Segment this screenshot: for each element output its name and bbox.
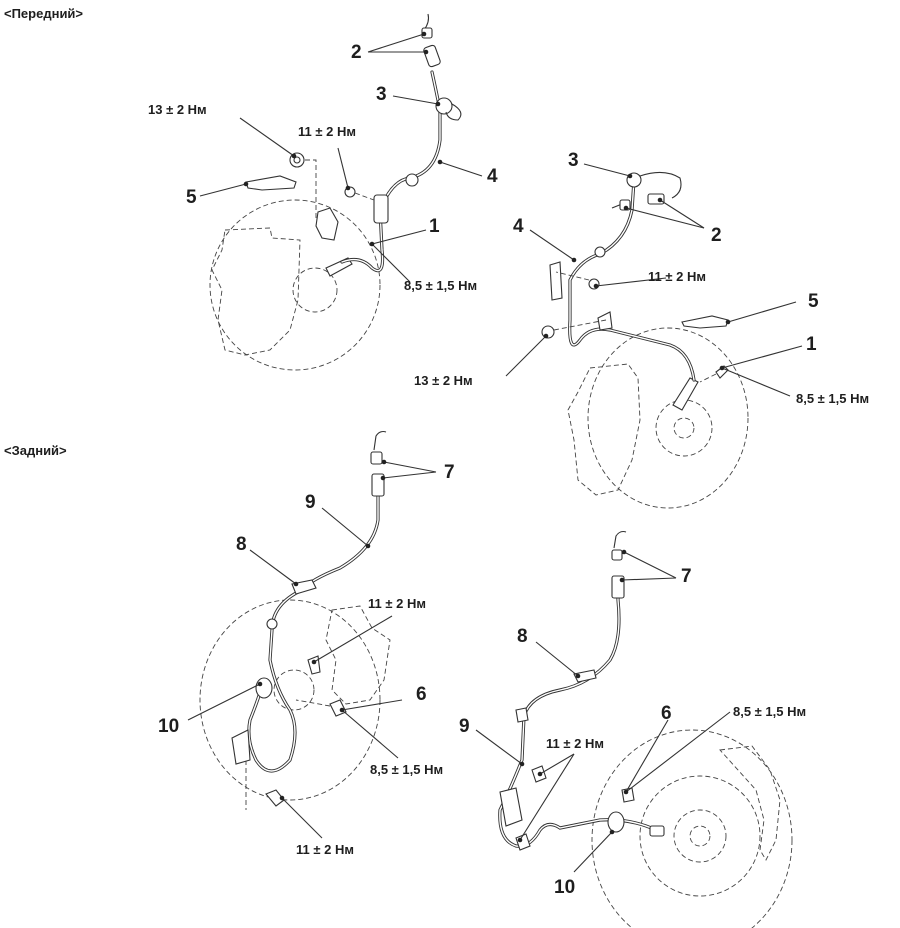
brake-caliper: [211, 227, 301, 356]
wheel-speed-sensor-rear: [649, 825, 665, 837]
brake-disc: [591, 729, 793, 928]
callout-7: 7: [681, 566, 692, 587]
bolt: [307, 655, 321, 675]
brake-caliper: [325, 605, 391, 705]
harness-clamp: [573, 669, 597, 683]
callout-8: 8: [517, 626, 528, 647]
sensor-harness: [247, 486, 380, 773]
callout-2: 2: [351, 42, 362, 63]
connector: [370, 451, 383, 465]
torque-label-bolt: 11 ± 2 Нм: [546, 736, 604, 751]
harness-grommet: [266, 618, 278, 630]
rear-right-assembly: [475, 530, 793, 928]
rear-section-title: <Задний>: [4, 443, 67, 458]
sensor-bracket: [231, 729, 251, 765]
sensor-grommet: [255, 677, 273, 699]
sensor-bracket: [597, 311, 613, 331]
brake-disc: [209, 199, 381, 371]
torque-label-bracket-bolt: 11 ± 2 Нм: [296, 842, 354, 857]
callout-4: 4: [513, 216, 524, 237]
torque-label-bolt: 11 ± 2 Нм: [298, 124, 356, 139]
callout-5: 5: [186, 187, 197, 208]
connector: [371, 473, 385, 497]
callout-6: 6: [416, 684, 427, 705]
callout-9: 9: [459, 716, 470, 737]
torque-label-sensor: 8,5 ± 1,5 Нм: [796, 391, 870, 406]
torque-label-nut: 13 ± 2 Нм: [148, 102, 207, 117]
brake-disc: [587, 327, 749, 509]
connector: [611, 549, 623, 561]
callout-1: 1: [806, 334, 817, 355]
harness-grommet: [594, 246, 606, 258]
sensor-bracket: [499, 787, 523, 827]
hub: [292, 267, 338, 313]
harness-grommet: [515, 707, 529, 723]
harness-clip: [373, 194, 389, 224]
front-right-assembly: [505, 163, 803, 509]
callout-9: 9: [305, 492, 316, 513]
callout-7: 7: [444, 462, 455, 483]
front-left-assembly: [199, 13, 483, 371]
guide-line: [305, 159, 317, 218]
wheel-speed-sensor-rear: [329, 699, 347, 717]
rear-left-assembly: [187, 430, 437, 839]
callout-4: 4: [487, 166, 498, 187]
torque-label-nut: 13 ± 2 Нм: [414, 373, 473, 388]
torque-label-sensor: 8,5 ± 1,5 Нм: [404, 278, 478, 293]
hub: [655, 399, 713, 457]
brake-disc: [199, 599, 381, 801]
connector: [423, 44, 441, 68]
callout-5: 5: [808, 291, 819, 312]
torque-label-bolt: 11 ± 2 Нм: [368, 596, 426, 611]
callout-10: 10: [158, 716, 180, 737]
harness-clamp: [681, 315, 729, 329]
sensor-bracket: [315, 207, 339, 241]
callout-1: 1: [429, 216, 440, 237]
harness-grommet: [405, 173, 419, 187]
callout-2: 2: [711, 225, 722, 246]
torque-label-sensor: 8,5 ± 1,5 Нм: [370, 762, 444, 777]
grommet: [435, 97, 453, 115]
front-section-title: <Передний>: [4, 6, 84, 21]
callout-3: 3: [568, 150, 579, 171]
callout-8: 8: [236, 534, 247, 555]
callout-6: 6: [661, 703, 672, 724]
brake-caliper: [567, 363, 641, 496]
sensor-bracket: [549, 261, 563, 301]
callout-10: 10: [554, 877, 576, 898]
torque-label-bolt: 11 ± 2 Нм: [648, 269, 706, 284]
wheel-speed-sensor-front: [672, 377, 699, 411]
hub: [273, 669, 315, 711]
hub: [673, 809, 727, 863]
harness-clamp: [245, 175, 297, 191]
callout-3: 3: [376, 84, 387, 105]
torque-label-sensor: 8,5 ± 1,5 Нм: [733, 704, 807, 719]
sensor-grommet: [607, 811, 625, 833]
